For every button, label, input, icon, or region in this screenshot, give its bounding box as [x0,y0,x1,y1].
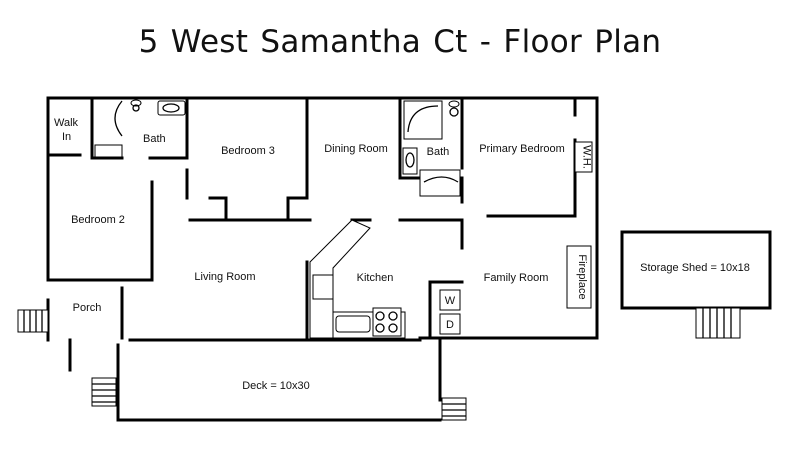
living-room-label: Living Room [194,271,255,283]
water-heater [574,141,593,173]
deck-label: Deck = 10x30 [242,380,310,392]
fireplace [566,245,592,309]
laundry: W D [439,289,461,335]
exterior-walls [46,96,599,342]
dining-room-label: Dining Room [324,143,388,155]
primary-bedroom-label: Primary Bedroom [479,143,565,155]
porch-label: Porch [73,302,102,314]
deck [68,338,467,422]
kitchen-label: Kitchen [357,272,394,284]
left-bath-fixtures [94,99,186,158]
walk-in-label-1: Walk [54,117,79,129]
porch [17,309,49,333]
right-bath-fixtures [402,100,461,197]
interior-walls [46,96,577,342]
dryer-label: D [446,319,454,331]
washer-label: W [445,295,456,307]
bath-left-label: Bath [143,133,166,145]
walk-in-label-2: In [62,131,71,143]
storage-shed [620,230,772,339]
bedroom-2-label: Bedroom 2 [71,214,125,226]
kitchen-counter [309,219,406,339]
page-title: 5 West Samantha Ct - Floor Plan [138,24,662,60]
fireplace-label: Fireplace [576,254,588,299]
wh-label: W.H. [581,145,593,169]
bath-right-label: Bath [427,146,450,158]
family-room-label: Family Room [484,272,549,284]
bedroom-3-label: Bedroom 3 [221,145,275,157]
storage-shed-label: Storage Shed = 10x18 [640,262,750,274]
